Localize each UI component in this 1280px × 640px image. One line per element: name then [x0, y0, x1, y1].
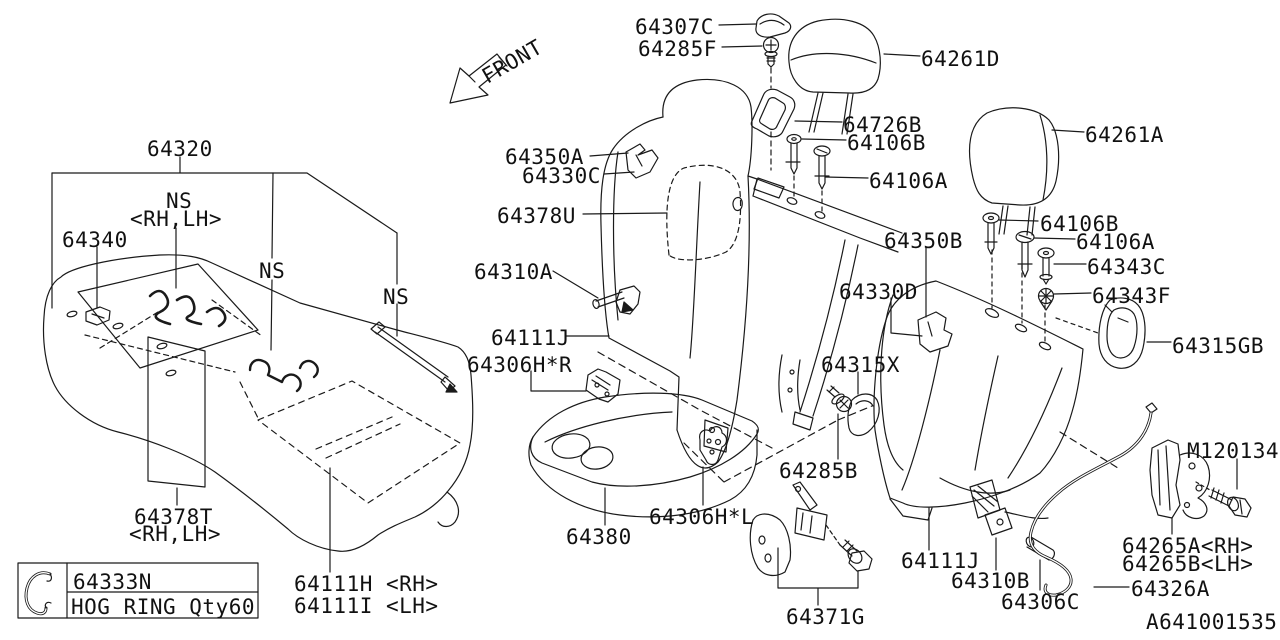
part-label-64306H-L: 64306H*L	[649, 505, 755, 529]
part-label-64326A: 64326A	[1131, 577, 1210, 601]
part-label-64315GB: 64315GB	[1172, 334, 1265, 358]
part-label-rh-lh-2: <RH,LH>	[129, 522, 222, 546]
part-label-64315X: 64315X	[821, 353, 900, 377]
part-label-64106A-1: 64106A	[869, 169, 948, 193]
part-label-M120134: M120134	[1187, 439, 1280, 463]
part-label-64307C: 64307C	[635, 15, 714, 39]
back-latch-parts	[826, 385, 880, 437]
cushion-label-leaders	[51, 156, 398, 351]
legend-part-number: 64333N	[73, 570, 152, 594]
rear-shelf-drawing	[752, 133, 903, 431]
part-label-64310A: 64310A	[474, 260, 553, 284]
legend-description: HOG RING Qty60	[71, 595, 256, 619]
headrest-64261D-drawing	[788, 18, 881, 135]
part-label-64111I: 64111I <LH>	[294, 594, 439, 618]
seat-back-right-drawing	[873, 249, 1099, 561]
headrest-guide-parts	[750, 13, 796, 171]
diagram-id: A641001535	[1146, 610, 1278, 634]
part-label-64343C: 64343C	[1087, 255, 1166, 279]
part-label-64330D: 64330D	[839, 280, 918, 304]
part-label-64285B: 64285B	[779, 459, 858, 483]
part-label-64306C: 64306C	[1001, 590, 1080, 614]
part-label-64111H: 64111H <RH>	[294, 572, 439, 596]
part-label-64343F: 64343F	[1092, 284, 1171, 308]
armrest-drawing	[528, 392, 873, 577]
part-label-64340: 64340	[62, 228, 128, 252]
part-label-ns-1: NS	[166, 189, 193, 213]
part-label-64350A: 64350A	[505, 145, 584, 169]
part-label-ns-2: NS	[259, 259, 286, 283]
part-label-64285F: 64285F	[638, 37, 717, 61]
part-label-64310B: 64310B	[951, 569, 1030, 593]
legend-table	[17, 562, 259, 619]
cable-64326A-drawing	[1028, 402, 1158, 597]
part-label-64111J-left: 64111J	[491, 326, 570, 350]
part-label-64261A: 64261A	[1085, 123, 1164, 147]
part-label-64378U: 64378U	[497, 204, 576, 228]
lock-assembly-drawing	[1149, 439, 1252, 520]
part-label-64106A-2: 64106A	[1076, 230, 1155, 254]
part-label-64306H-R: 64306H*R	[467, 353, 573, 377]
part-label-64350B: 64350B	[884, 229, 963, 253]
part-label-64330C: 64330C	[522, 164, 601, 188]
part-label-64261D: 64261D	[921, 47, 1000, 71]
part-label-64371G: 64371G	[786, 605, 865, 629]
part-label-64320: 64320	[147, 137, 213, 161]
part-label-64111J-right: 64111J	[901, 549, 980, 573]
part-label-64378T: 64378T	[134, 505, 213, 529]
part-label-ns-3: NS	[383, 285, 410, 309]
part-label-64265B: 64265B<LH>	[1122, 552, 1254, 576]
folded-platform-dashed-lines	[597, 351, 1119, 483]
seat-cushion-drawing	[42, 254, 474, 552]
part-label-64265A: 64265A<RH>	[1122, 534, 1254, 558]
right-fastener-parts	[982, 212, 1146, 369]
label-leader-lines	[176, 23, 1238, 606]
part-label-rh-lh-1: <RH,LH>	[130, 207, 223, 231]
part-label-64106B-1: 64106B	[847, 131, 926, 155]
part-label-64726B: 64726B	[843, 113, 922, 137]
part-label-64106B-2: 64106B	[1040, 212, 1119, 236]
seat-back-middle-drawing	[585, 78, 758, 469]
front-arrow-icon	[449, 53, 508, 104]
part-label-64380: 64380	[566, 525, 632, 549]
